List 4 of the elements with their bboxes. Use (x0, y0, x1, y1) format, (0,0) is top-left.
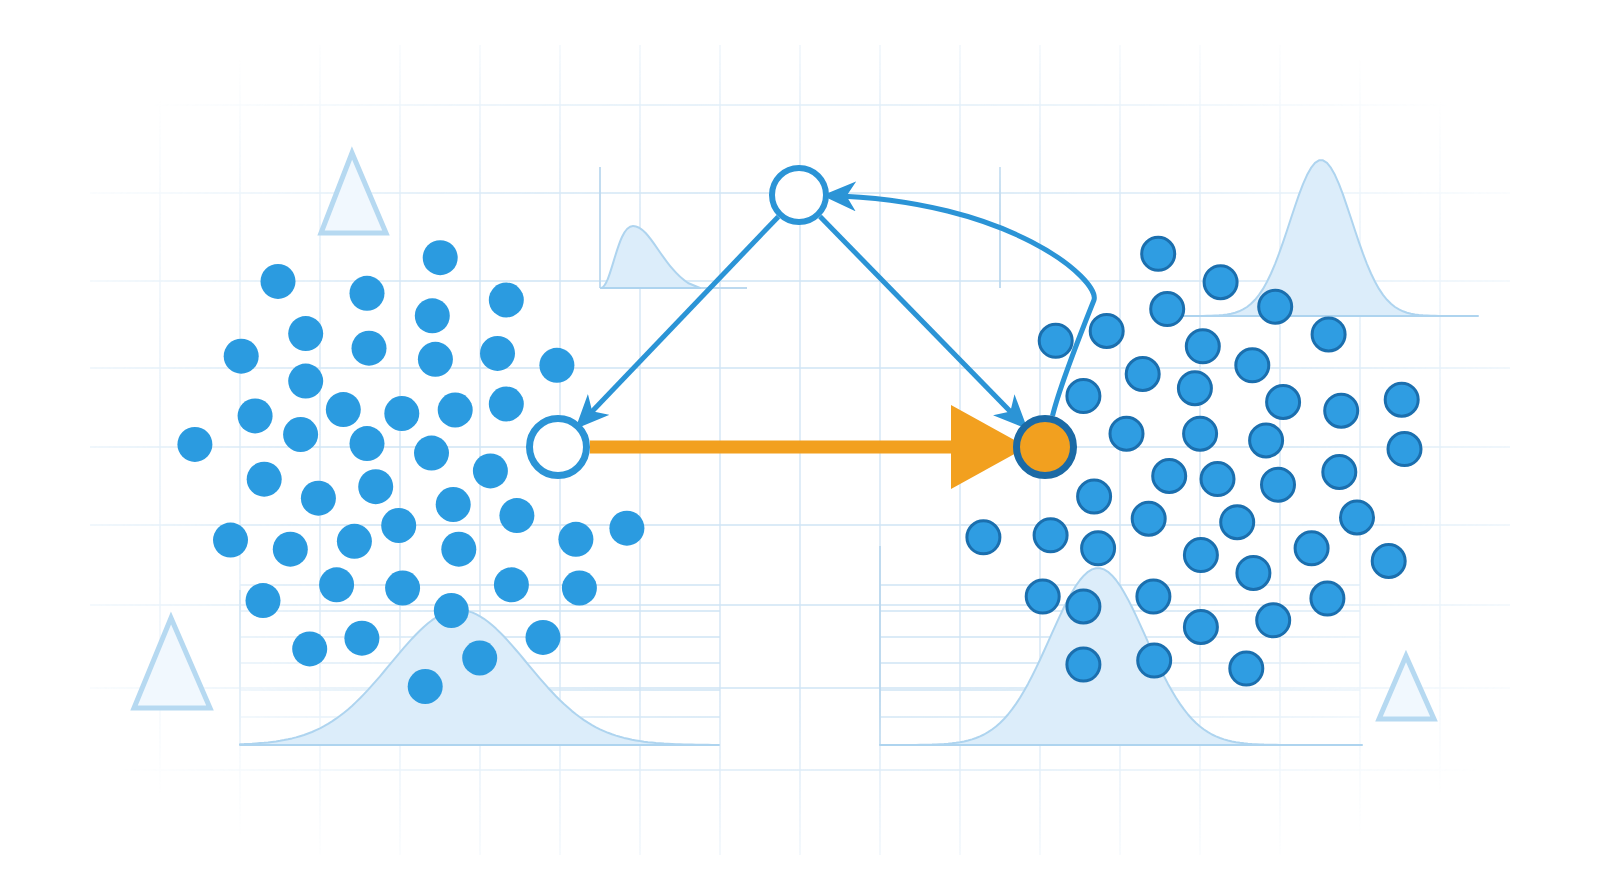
hollow-circle-node (769, 165, 829, 225)
arrow (575, 214, 781, 429)
filled-circle-node (1013, 415, 1077, 479)
hollow-circle-node (526, 415, 590, 479)
